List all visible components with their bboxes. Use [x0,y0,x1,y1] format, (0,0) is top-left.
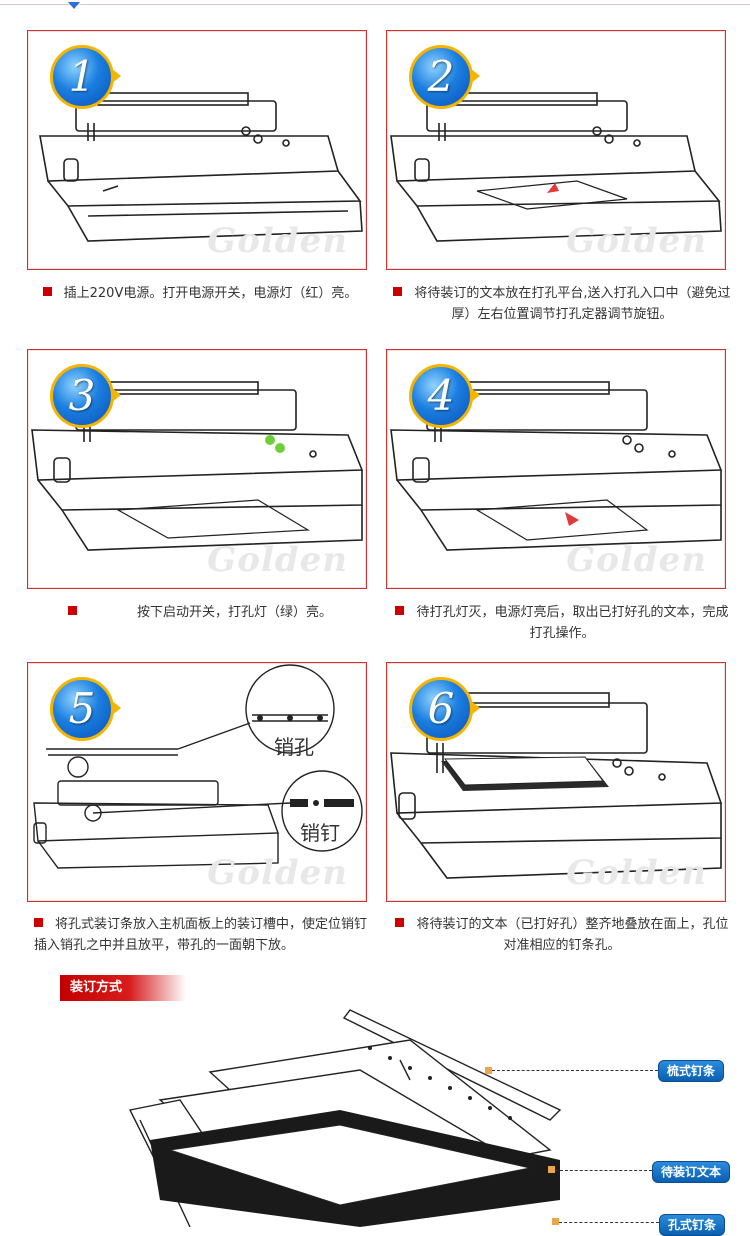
bullet-icon [395,606,405,615]
callout-leader [492,1070,658,1071]
bullet-icon [34,918,43,927]
pin-label: 销钉 [300,821,340,845]
brand-watermark: Golden [207,540,348,580]
brand-watermark: Golden [207,221,348,261]
step-4-caption: 待打孔灯灭，电源灯亮后，取出已打好孔的文本，完成打孔操作。 [392,602,732,644]
step-5-panel: 5 销孔 销钉 Golden [27,662,367,902]
top-divider [0,0,750,9]
brand-watermark: Golden [207,853,348,893]
step-number-badge: 4 [409,364,480,428]
machine-illustration [33,664,363,869]
step-6-panel: 6 Golden [386,662,726,902]
step-1-panel: 1 Golden [27,30,367,270]
pin-hole-label: 销孔 [274,735,314,759]
document-label: 待装订文本 [652,1161,731,1183]
step-4-panel: 4 Golden [386,349,726,589]
section-pointer-icon [68,2,80,9]
machine-illustration [39,92,363,242]
step-number-badge: 6 [409,677,480,741]
binding-illustration [128,1009,562,1227]
callout-leader [555,1170,652,1171]
brand-watermark: Golden [566,853,707,893]
callout-leader [559,1222,659,1223]
step-6-caption: 将待装订的文本（已打好孔）整齐地叠放在面上，孔位对准相应的钉条孔。 [392,914,732,956]
step-5-caption: 将孔式装订条放入主机面板上的装订槽中，使定位销钉插入销孔之中并且放平，带孔的一面… [34,917,368,953]
bullet-icon [393,287,403,296]
step-2-panel: 2 Golden [386,30,726,270]
step-number-badge: 1 [50,45,121,109]
callout-marker [552,1218,559,1225]
hole-strip-label: 孔式钉条 [659,1214,726,1236]
bullet-icon [67,606,77,615]
step-2-caption: 将待装订的文本放在打孔平台,送入打孔入口中（避免过厚）左右位置调节打孔定器调节旋… [392,283,732,325]
binding-section-title: 装订方式 [60,975,186,1001]
brand-watermark: Golden [566,221,707,261]
bullet-icon [42,287,52,296]
callout-marker [548,1166,555,1173]
comb-strip-label: 梳式钉条 [658,1060,725,1082]
step-number-badge: 5 [50,677,121,741]
step-number-badge: 2 [409,45,480,109]
step-1-caption: 插上220V电源。打开电源开关，电源灯（红）亮。 [30,283,370,304]
step-number-badge: 3 [50,364,121,428]
step-3-caption: 按下启动开关，打孔灯（绿）亮。 [30,602,370,623]
callout-marker [485,1067,492,1074]
bullet-icon [395,918,405,927]
brand-watermark: Golden [566,540,707,580]
step-3-panel: 3 Golden [27,349,367,589]
